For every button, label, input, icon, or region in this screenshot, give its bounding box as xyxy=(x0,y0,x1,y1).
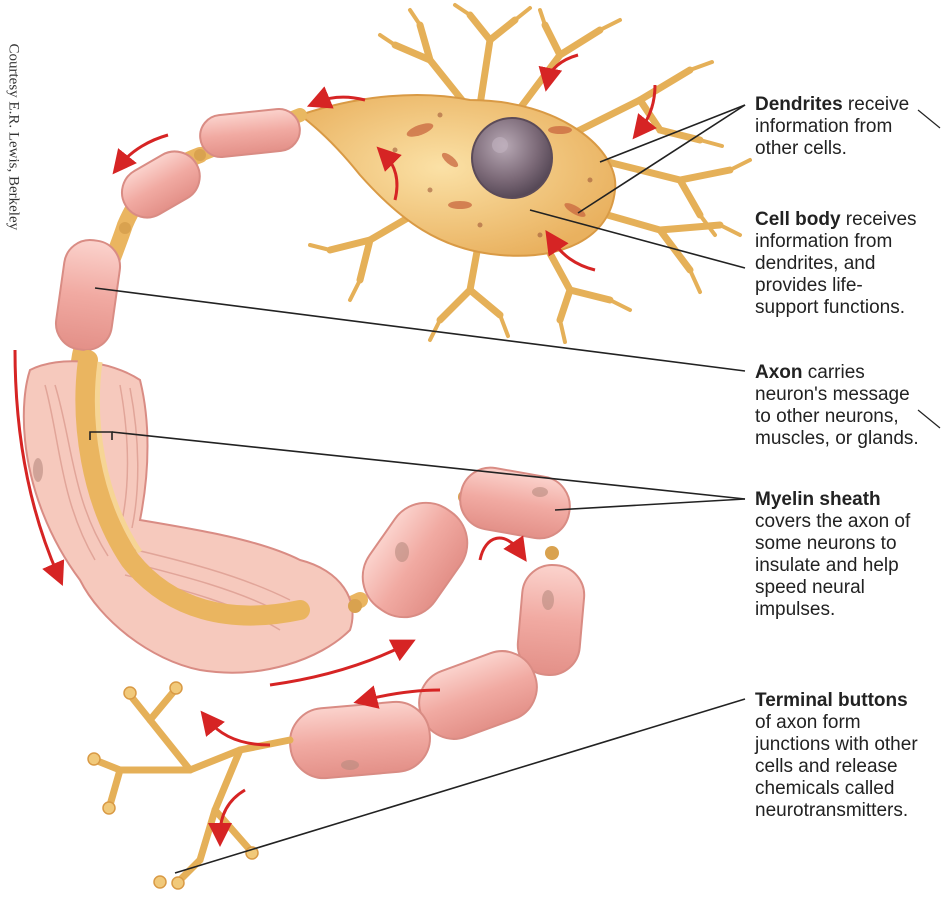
label-terminal-text3: cells and release xyxy=(755,756,898,777)
label-cell-body-text5: support functions. xyxy=(755,297,905,318)
terminal-branches xyxy=(95,690,290,880)
label-terminal-text2: junctions with other xyxy=(755,734,918,755)
cell-body xyxy=(300,95,615,256)
label-axon-text3: to other neurons, xyxy=(755,406,899,427)
label-dendrites: Dendrites receive information from other… xyxy=(755,94,909,160)
label-terminal-text4: chemicals called xyxy=(755,778,894,799)
label-terminal-text5: neurotransmitters. xyxy=(755,800,908,821)
label-myelin-text2: some neurons to xyxy=(755,533,897,554)
label-terminal-buttons: Terminal buttons of axon form junctions … xyxy=(755,690,918,822)
label-axon-text4: muscles, or glands. xyxy=(755,428,919,449)
label-myelin-text5: impulses. xyxy=(755,599,835,620)
myelin-segments xyxy=(53,107,302,353)
label-cell-body-text3: dendrites, and xyxy=(755,253,875,274)
label-cell-body-text4: provides life- xyxy=(755,275,863,296)
label-cell-body-title: Cell body xyxy=(755,209,841,230)
label-myelin-title: Myelin sheath xyxy=(755,489,881,510)
label-terminal-text1: of axon form xyxy=(755,712,861,733)
label-dendrites-text1: receive xyxy=(843,94,910,115)
label-axon: Axon carries neuron's message to other n… xyxy=(755,362,919,450)
label-cell-body-text2: information from xyxy=(755,231,892,252)
nucleus xyxy=(472,118,552,198)
label-dendrites-title: Dendrites xyxy=(755,94,843,115)
label-myelin-text1: covers the axon of xyxy=(755,511,910,532)
label-dendrites-text3: other cells. xyxy=(755,138,847,159)
label-axon-title: Axon xyxy=(755,362,803,383)
label-dendrites-text2: information from xyxy=(755,116,892,137)
label-terminal-title: Terminal buttons xyxy=(755,690,908,711)
label-myelin-text4: speed neural xyxy=(755,577,865,598)
label-myelin-text3: insulate and help xyxy=(755,555,899,576)
image-credit: Courtesy E.R. Lewis, Berkeley xyxy=(5,44,22,194)
label-myelin-sheath: Myelin sheath covers the axon of some ne… xyxy=(755,489,910,621)
label-axon-text1: carries xyxy=(803,362,865,383)
myelin-cutaway xyxy=(24,361,353,672)
label-cell-body-text1: receives xyxy=(841,209,917,230)
label-cell-body: Cell body receives information from dend… xyxy=(755,209,917,319)
label-axon-text2: neuron's message xyxy=(755,384,910,405)
